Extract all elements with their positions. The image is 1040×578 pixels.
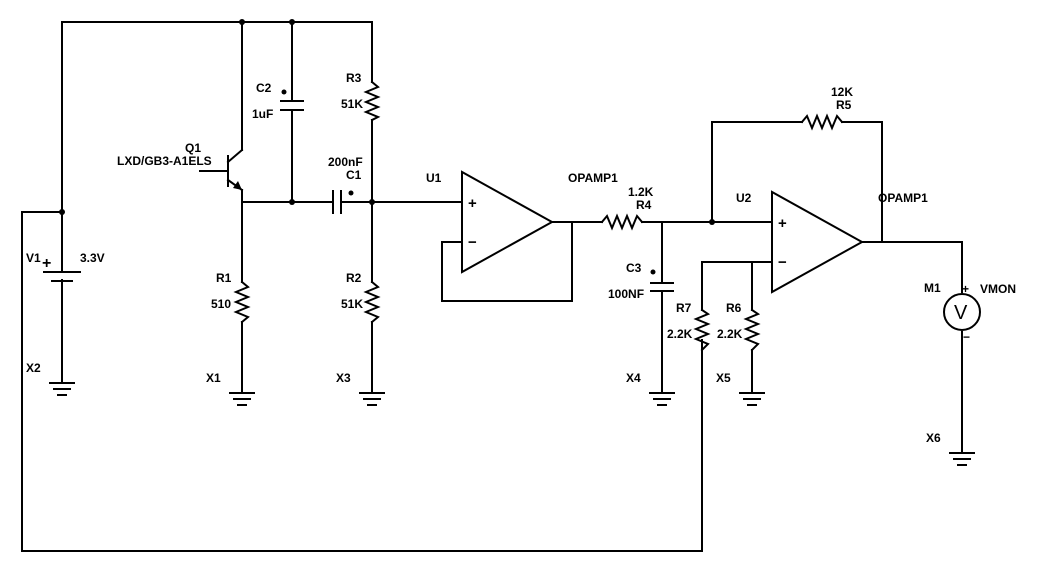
ground-x2: X2 — [26, 361, 75, 396]
resistor-r7-value: 2.2K — [667, 327, 693, 341]
polarity-dot-c3 — [650, 269, 656, 275]
capacitor-c1-value: 200nF — [328, 155, 363, 169]
resistor-r1-name: R1 — [216, 271, 232, 285]
capacitor-c2: C2 1uF — [252, 81, 304, 121]
battery-v1: + V1 3.3V — [26, 251, 105, 282]
junction-dot — [369, 199, 375, 205]
transistor-q1: Q1 LXD/GB3-A1ELS — [117, 141, 244, 192]
resistor-r2-value: 51K — [341, 297, 363, 311]
resistor-r6-name: R6 — [726, 301, 742, 315]
opamp-triangle — [461, 170, 555, 274]
resistor-r1-value: 510 — [211, 297, 231, 311]
opamp-u2-name: U2 — [736, 191, 752, 205]
resistor-zigzag — [233, 280, 251, 324]
opamp-u2: + − U2 — [736, 190, 865, 294]
resistor-r1: R1 510 — [211, 271, 251, 324]
resistor-r5-name: R5 — [836, 98, 852, 112]
capacitor-c1: C1 200nF — [328, 155, 363, 214]
voltmeter-minus-sign: − — [963, 330, 970, 344]
voltmeter-symbol: V — [954, 302, 968, 324]
opamp-minus-sign: − — [778, 254, 787, 271]
polarity-dot-c1 — [348, 190, 354, 196]
wires — [21, 21, 963, 552]
ground-x6: X6 — [926, 431, 975, 466]
opamp-u1: + − U1 — [426, 170, 555, 274]
battery-name: V1 — [26, 251, 41, 265]
net-label-opamp1: OPAMP1 — [568, 171, 618, 185]
resistor-r7-name: R7 — [676, 301, 692, 315]
resistor-r4-name: R4 — [636, 198, 652, 212]
battery-plus-sign: + — [42, 255, 51, 272]
transistor-part: LXD/GB3-A1ELS — [117, 154, 212, 168]
ground-x4: X4 — [626, 371, 675, 406]
resistor-r5-value: 12K — [831, 85, 853, 99]
junction-dot — [289, 199, 295, 205]
voltmeter-circle — [943, 293, 981, 331]
resistor-r3: R3 51K — [341, 71, 381, 122]
wire-r5-left — [711, 121, 803, 223]
opamp-triangle — [771, 190, 865, 294]
resistor-r5: R5 12K — [800, 85, 853, 131]
resistor-r4-value: 1.2K — [628, 185, 654, 199]
resistor-r2-name: R2 — [346, 271, 362, 285]
net-label-opamp1: OPAMP1 — [878, 191, 928, 205]
transistor-name: Q1 — [185, 141, 201, 155]
voltmeter-plus-sign: + — [962, 282, 969, 296]
capacitor-c1-name: C1 — [346, 168, 362, 182]
junction-dot — [289, 19, 295, 25]
wire-u2-minus — [701, 261, 773, 311]
battery-value: 3.3V — [80, 251, 105, 265]
wire-u1-feedback — [441, 221, 573, 302]
wire-outer-loop — [21, 211, 703, 552]
wire-u2-out — [861, 241, 963, 293]
resistor-r3-name: R3 — [346, 71, 362, 85]
capacitor-c3-value: 100NF — [608, 287, 644, 301]
emitter-arrow-icon — [233, 181, 242, 190]
ground-x1-label: X1 — [206, 371, 221, 385]
voltmeter-m1: V + − M1 VMON — [924, 281, 1016, 344]
resistor-zigzag — [363, 80, 381, 122]
transistor-collector-lead — [226, 148, 244, 164]
junction-dot — [59, 209, 65, 215]
ground-x2-label: X2 — [26, 361, 41, 375]
resistor-zigzag — [800, 113, 844, 131]
ground-x3-label: X3 — [336, 371, 351, 385]
wire-r5-right — [841, 121, 883, 243]
resistor-r7: R7 2.2K — [667, 301, 711, 352]
ground-x1: X1 — [206, 371, 255, 406]
voltmeter-name: M1 — [924, 281, 941, 295]
opamp-plus-sign: + — [468, 195, 477, 212]
voltmeter-label: VMON — [980, 282, 1016, 296]
polarity-dot-c2 — [281, 89, 287, 95]
capacitor-c2-name: C2 — [256, 81, 272, 95]
resistor-r6: R6 2.2K — [717, 301, 761, 352]
ground-x4-label: X4 — [626, 371, 641, 385]
resistor-zigzag — [363, 280, 381, 324]
ground-x6-label: X6 — [926, 431, 941, 445]
resistor-zigzag — [743, 308, 761, 352]
resistor-r3-value: 51K — [341, 97, 363, 111]
opamp-minus-sign: − — [468, 234, 477, 251]
ground-x5-label: X5 — [716, 371, 731, 385]
opamp-plus-sign: + — [778, 215, 787, 232]
resistor-r4: R4 1.2K — [600, 185, 654, 231]
resistor-r6-value: 2.2K — [717, 327, 743, 341]
resistor-zigzag — [600, 213, 644, 231]
capacitor-c3: C3 100NF — [608, 261, 674, 301]
ground-x5: X5 — [716, 371, 765, 406]
junction-dot — [709, 219, 715, 225]
capacitor-c2-value: 1uF — [252, 107, 273, 121]
ground-x3: X3 — [336, 371, 385, 406]
resistor-r2: R2 51K — [341, 271, 381, 324]
junctions — [59, 19, 715, 275]
resistor-zigzag — [693, 308, 711, 352]
capacitor-c3-name: C3 — [626, 261, 642, 275]
opamp-u1-name: U1 — [426, 171, 442, 185]
junction-dot — [239, 19, 245, 25]
